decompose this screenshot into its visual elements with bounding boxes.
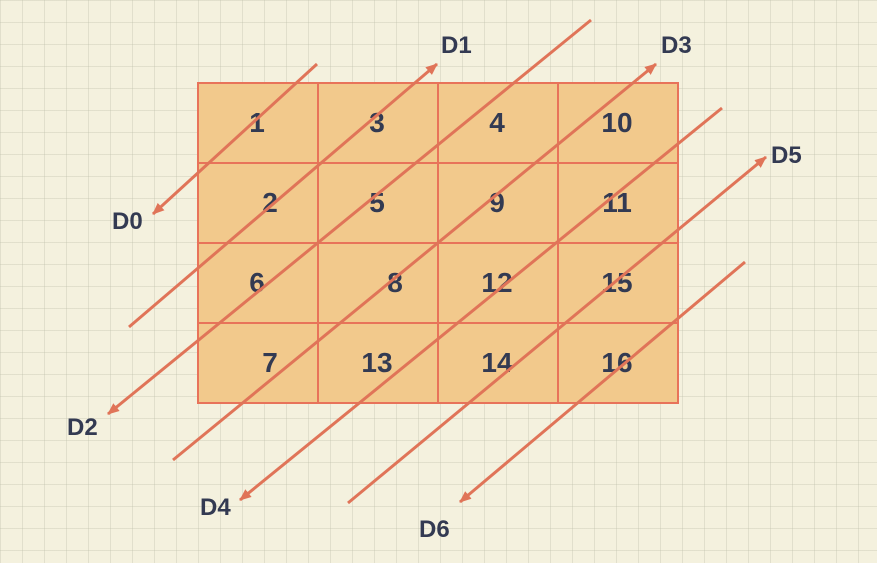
diagonal-arrow-d4 xyxy=(239,106,723,502)
diagonal-arrow-d2 xyxy=(107,18,592,416)
diagonal-label-d3: D3 xyxy=(661,32,692,59)
grid-cell xyxy=(317,162,439,244)
diagonal-arrow-d0 xyxy=(151,62,319,216)
diagonal-labels: D0 D1 D2 D3 D4 D5 D6 xyxy=(67,32,802,543)
diagonal-label-d1: D1 xyxy=(441,32,472,59)
cell-number: 14 xyxy=(481,347,513,378)
cell-number: 5 xyxy=(369,187,385,218)
grid-cell xyxy=(197,162,319,244)
diagonal-label-d4: D4 xyxy=(200,494,231,521)
diagonal-label-d6: D6 xyxy=(419,516,450,543)
cell-number: 9 xyxy=(489,187,505,218)
diagonal-arrow-d3 xyxy=(172,62,657,462)
diagonal-label-d0: D0 xyxy=(112,208,143,235)
grid-cell xyxy=(317,242,439,324)
cell-number: 3 xyxy=(369,107,385,138)
cell-number: 7 xyxy=(262,347,278,378)
cell-number: 4 xyxy=(489,107,505,138)
diagonal-label-d2: D2 xyxy=(67,414,98,441)
cell-number: 10 xyxy=(601,107,632,138)
diagonal-label-d5: D5 xyxy=(771,142,802,169)
diagonal-arrow-d6 xyxy=(459,260,746,504)
diagonal-arrows xyxy=(107,18,767,505)
grid-cell xyxy=(557,162,679,244)
diagonal-arrow-d5 xyxy=(347,155,767,505)
grid-cell xyxy=(557,82,679,164)
diagonal-arrow-d1 xyxy=(128,62,438,329)
grid-cell xyxy=(557,242,679,324)
cell-number: 13 xyxy=(361,347,392,378)
grid-cell xyxy=(197,82,319,164)
